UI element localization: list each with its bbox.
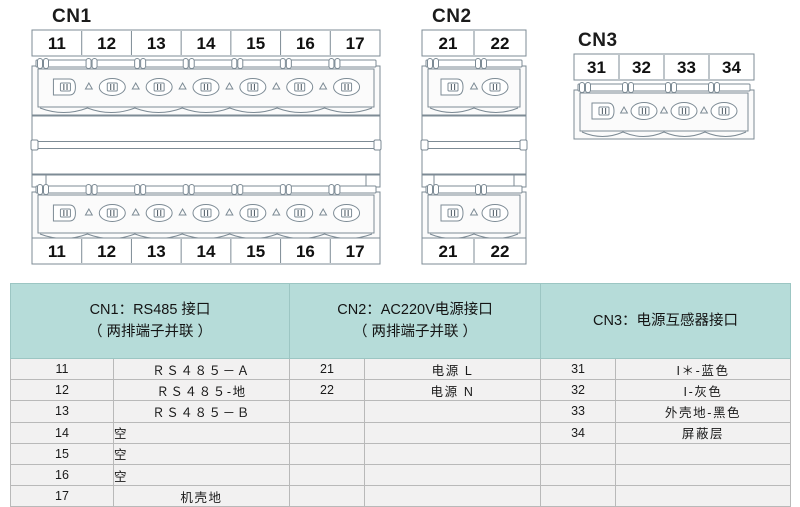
group-header-cn2: CN2：AC220V电源接口 （ 两排端子并联 ） xyxy=(288,283,542,359)
group-header-cn3: CN3：电源互感器接口 xyxy=(540,283,792,359)
wiring-table: CN1：RS485 接口 （ 两排端子并联 ） CN2：AC220V电源接口 （… xyxy=(10,283,792,507)
pin-description xyxy=(363,485,542,507)
pin-number-label: 32 xyxy=(632,58,651,77)
pin-number: 11 xyxy=(10,357,114,381)
pin-number xyxy=(289,442,365,465)
cn2-terminal-block: 21 22 21 22 xyxy=(420,29,528,265)
group-header-cn1: CN1：RS485 接口 （ 两排端子并联 ） xyxy=(10,283,290,359)
pin-number-label: 21 xyxy=(439,34,458,53)
pin-number-label: 11 xyxy=(48,34,66,53)
pin-number-label: 15 xyxy=(246,34,265,53)
group-header-cn2-line1: CN2：AC220V电源接口 xyxy=(337,301,493,318)
pin-number-label: 34 xyxy=(722,58,741,77)
pin-number-label: 21 xyxy=(439,242,458,261)
pin-description: 空 xyxy=(113,442,290,465)
table-header-row: CN1：RS485 接口 （ 两排端子并联 ） CN2：AC220V电源接口 （… xyxy=(10,283,792,359)
pin-number-label: 22 xyxy=(491,242,510,261)
pin-number xyxy=(289,400,365,423)
cn3-diagram-label: CN3 xyxy=(578,30,618,51)
pin-number-label: 13 xyxy=(147,34,166,53)
pin-number: 21 xyxy=(289,357,365,381)
pin-description: ＲＳ４８５－Ａ xyxy=(113,357,290,381)
pin-number: 15 xyxy=(10,442,114,465)
pin-number: 34 xyxy=(540,421,617,444)
group-header-cn1-line2: （ 两排端子并联 ） xyxy=(87,324,213,340)
cn1-number-strip-bottom xyxy=(31,237,381,265)
pin-number: 14 xyxy=(10,421,114,444)
group-header-cn3-line1: CN3：电源互感器接口 xyxy=(593,312,739,329)
pin-description xyxy=(615,485,792,507)
pin-description xyxy=(363,400,542,423)
pin-number: 16 xyxy=(10,463,114,487)
pin-number-label: 16 xyxy=(296,34,315,53)
pin-description: 空 xyxy=(113,421,290,444)
pin-number-label: 33 xyxy=(677,58,696,77)
pin-description xyxy=(363,463,542,487)
pin-description: ＲＳ４８５－Ｂ xyxy=(113,400,290,423)
pin-number-label: 22 xyxy=(491,34,510,53)
cn1-terminal-block: 11 12 13 14 15 16 17 11 12 13 14 15 16 17 xyxy=(30,29,382,265)
pin-description xyxy=(615,442,792,465)
pin-description: 屏蔽层 xyxy=(615,421,792,444)
pin-number-label: 17 xyxy=(346,242,365,261)
pin-number: 13 xyxy=(10,400,114,423)
cn3-terminal-block: 31 32 33 34 xyxy=(573,53,755,140)
cn1-number-strip-top xyxy=(31,29,381,57)
pin-description: 电源 N xyxy=(363,379,542,402)
pin-number-label: 31 xyxy=(587,58,606,77)
pin-description xyxy=(363,442,542,465)
cn2-diagram-label: CN2 xyxy=(432,6,472,27)
pin-number: 31 xyxy=(540,357,617,381)
pin-number xyxy=(289,463,365,487)
pin-number: 12 xyxy=(10,379,114,402)
pin-number xyxy=(289,485,365,507)
pin-number: 32 xyxy=(540,379,617,402)
pin-number-label: 14 xyxy=(197,34,216,53)
pin-number: 17 xyxy=(10,485,114,507)
pin-number-label: 16 xyxy=(296,242,315,261)
pin-description xyxy=(363,421,542,444)
pin-number: 22 xyxy=(289,379,365,402)
pin-number-label: 13 xyxy=(147,242,166,261)
pin-description: 空 xyxy=(113,463,290,487)
group-header-cn2-line2: （ 两排端子并联 ） xyxy=(352,324,478,340)
pin-number xyxy=(289,421,365,444)
pin-number xyxy=(540,463,617,487)
pin-description: I＊-蓝色 xyxy=(615,357,792,381)
group-header-cn1-line1: CN1：RS485 接口 xyxy=(89,301,211,318)
pin-description: 外壳地-黑色 xyxy=(615,400,792,423)
pin-number-label: 12 xyxy=(97,242,116,261)
pin-number xyxy=(540,442,617,465)
pin-number-label: 12 xyxy=(97,34,116,53)
pin-number-label: 11 xyxy=(48,242,66,261)
pin-number-label: 15 xyxy=(246,242,265,261)
pin-number: 33 xyxy=(540,400,617,423)
pin-description: 机壳地 xyxy=(113,485,290,507)
pin-number-label: 17 xyxy=(346,34,365,53)
pin-description: 电源 L xyxy=(363,357,542,381)
cn1-diagram-label: CN1 xyxy=(52,6,92,27)
pin-number xyxy=(540,485,617,507)
pin-number-label: 14 xyxy=(197,242,216,261)
pin-description: I-灰色 xyxy=(615,379,792,402)
pin-description: ＲＳ４８５-地 xyxy=(113,379,290,402)
pin-description xyxy=(615,463,792,487)
